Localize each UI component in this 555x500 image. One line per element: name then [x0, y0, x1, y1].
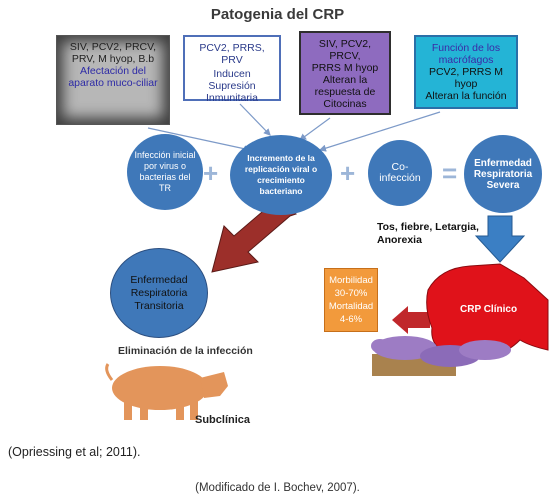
diagram-title: Patogenia del CRP [210, 6, 345, 23]
arrow-box4-to-increment [318, 111, 441, 152]
subclinical-label: Subclínica [195, 414, 251, 426]
sick-pigs-illustration [371, 336, 511, 376]
box-macrophages: Función de los macrófagos PCV2, PRRS M h… [414, 35, 518, 109]
arrow-box2-to-increment [239, 103, 271, 136]
crp-clinical-label: CRP Clínico [460, 304, 518, 315]
circle-initial-infection: Infección inicial por virus o bacterias … [127, 134, 203, 210]
elimination-label: Eliminación de la infección [118, 345, 253, 357]
morbidity-box: Morbilidad 30-70% Mortalidad 4-6% [324, 268, 378, 332]
symptoms-label: Tos, fiebre, Letargia, Anorexia [377, 221, 479, 246]
circle-severe-disease: Enfermedad Respiratoria Severa [464, 135, 542, 213]
circle-coinfection: Co-infección [368, 140, 432, 206]
box-cytokines: SIV, PCV2, PRCV, PRRS M hyop Alteran la … [299, 31, 391, 115]
box-mucociliary: SIV, PCV2, PRCV, PRV, M hyop, B.b Afecta… [56, 35, 170, 125]
arrow-box1-to-increment [147, 127, 252, 153]
equals-operator: = [442, 158, 458, 188]
arrow-box3-to-increment [299, 117, 331, 141]
small-red-arrow [392, 306, 430, 334]
citation-opriessing: (Opriessing et al; 2011). [8, 445, 141, 459]
blue-down-arrow [474, 215, 526, 263]
citation-bochev: (Modificado de I. Bochev, 2007). [195, 482, 360, 494]
circle-replication-increment: Incremento de la replicación viral o cre… [230, 135, 332, 215]
plus-operator-2: + [340, 158, 356, 188]
plus-operator-1: + [203, 158, 219, 188]
circle-transient-disease: Enfermedad Respiratoria Transitoria [110, 248, 208, 338]
pig-silhouette [105, 363, 228, 420]
box-immunosuppression: PCV2, PRRS, PRV Inducen Supresión Inmuni… [183, 35, 281, 104]
